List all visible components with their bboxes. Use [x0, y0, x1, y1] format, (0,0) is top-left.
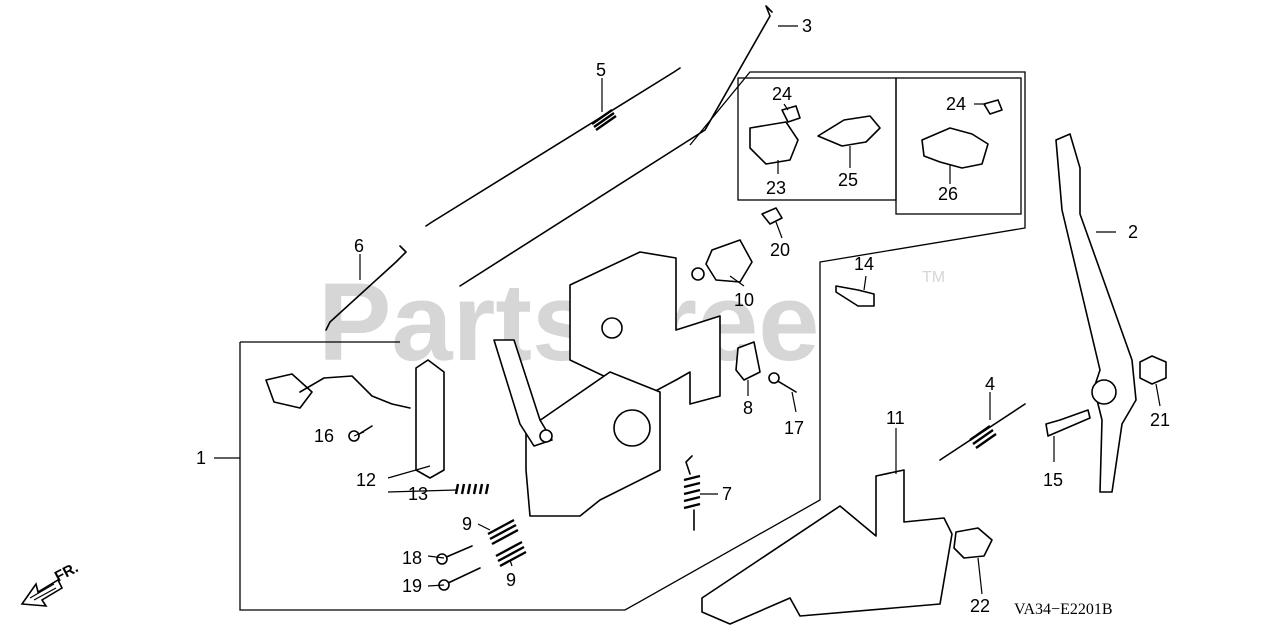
callout-4: 4 [985, 374, 995, 394]
spring-7-hook [685, 455, 695, 531]
front-direction-indicator: FR. [20, 559, 81, 607]
front-arrow-icon [20, 578, 64, 607]
spring-9-lower [495, 540, 527, 568]
callout-20: 20 [770, 240, 790, 260]
callout-24-left: 24 [772, 84, 792, 104]
callout-23: 23 [766, 178, 786, 198]
bolt-22 [953, 527, 993, 559]
callout-21: 21 [1150, 410, 1170, 430]
screw-17-head [768, 372, 780, 384]
nut-21 [1139, 355, 1167, 385]
adjuster-25 [817, 115, 881, 147]
callout-6: 6 [354, 236, 364, 256]
callout-19: 19 [402, 576, 422, 596]
bolt-20 [761, 207, 783, 225]
clamp-23 [749, 121, 799, 165]
throttle-lever-arm [493, 339, 553, 447]
stop-switch-wire [299, 375, 411, 409]
screw-18-head [436, 553, 448, 565]
gear-hub [613, 409, 651, 447]
callout-1: 1 [196, 448, 206, 468]
callout-10: 10 [734, 290, 754, 310]
main-assembly-frame [239, 71, 1026, 611]
screw-18 [443, 545, 473, 559]
callout-15: 15 [1043, 470, 1063, 490]
callout-5: 5 [596, 60, 606, 80]
governor-rod [459, 5, 773, 287]
callout-9-lower: 9 [506, 570, 516, 590]
screw-24-left [781, 105, 801, 123]
rod-spring-5 [591, 109, 617, 131]
callout-16: 16 [314, 426, 334, 446]
callout-11: 11 [886, 408, 905, 428]
screw-19 [445, 567, 481, 585]
bolt-14 [835, 285, 875, 307]
link-rod-6 [325, 245, 407, 331]
plate-11 [701, 469, 953, 625]
spring-4-coil [969, 425, 997, 449]
spring-9-upper [487, 518, 519, 546]
watermark-trademark: TM [922, 269, 945, 286]
bolt-15 [1045, 409, 1091, 437]
callout-14: 14 [854, 254, 874, 274]
throttle-stop-10 [705, 239, 753, 283]
callout-9-upper: 9 [462, 514, 472, 534]
callout-13: 13 [408, 484, 428, 504]
callout-26: 26 [938, 184, 958, 204]
cable-clip-8 [735, 341, 761, 381]
callout-18: 18 [402, 548, 422, 568]
choke-rod [425, 67, 681, 227]
callout-12: 12 [356, 470, 376, 490]
control-lever-2 [1055, 133, 1137, 493]
callout-7: 7 [722, 484, 732, 504]
screw-24-right [983, 99, 1003, 115]
control-lever-plate [525, 371, 661, 517]
lever-pivot [601, 317, 623, 339]
switch-bracket [415, 359, 445, 479]
screw-17 [775, 379, 797, 393]
knob-26 [921, 127, 989, 169]
lever-bolt-hole [539, 429, 553, 443]
callout-22: 22 [970, 596, 990, 616]
callout-8: 8 [743, 398, 753, 418]
throttle-stop-nut [691, 267, 705, 281]
stop-switch-knob [265, 373, 313, 409]
spring-7 [683, 474, 701, 510]
diagram-code: VA34−E2201B [1014, 601, 1113, 618]
spring-13 [454, 483, 490, 495]
callout-3: 3 [802, 16, 812, 36]
callout-25: 25 [838, 170, 858, 190]
callout-17: 17 [784, 418, 804, 438]
inset-box-right [895, 77, 1022, 215]
leader-lines [214, 25, 1161, 595]
callout-24-right: 24 [946, 94, 966, 114]
callout-2: 2 [1128, 222, 1138, 242]
lever-2-pivot [1091, 379, 1117, 405]
